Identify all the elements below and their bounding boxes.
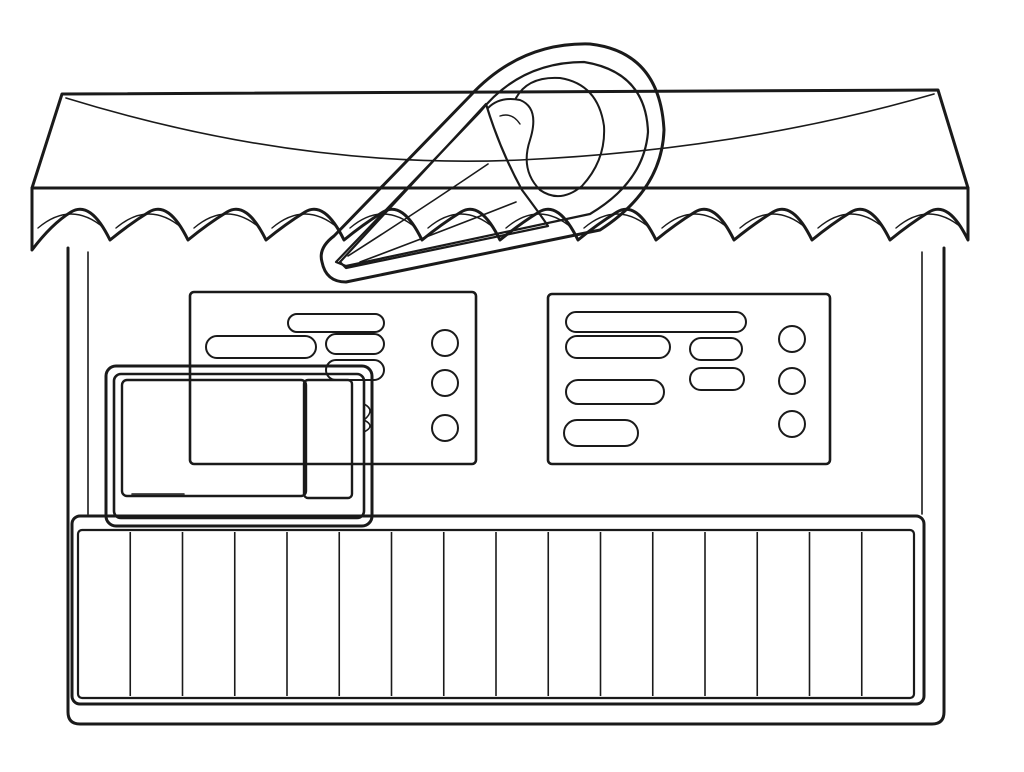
menu-line bbox=[325, 333, 385, 355]
counter-front bbox=[76, 528, 916, 700]
awning-curve bbox=[65, 93, 935, 163]
cone-wafer-line bbox=[347, 163, 517, 263]
awning bbox=[30, 88, 970, 252]
price-dot bbox=[778, 410, 806, 438]
price-dot bbox=[778, 325, 806, 353]
menu-line bbox=[325, 359, 385, 381]
menu-line bbox=[563, 419, 639, 447]
menu-line bbox=[689, 367, 745, 391]
menu-line bbox=[287, 313, 385, 333]
ice-cream-scoop bbox=[487, 76, 606, 197]
menu-line bbox=[565, 311, 747, 333]
price-dot bbox=[778, 367, 806, 395]
cone bbox=[338, 102, 550, 270]
stand-body bbox=[66, 246, 946, 726]
window-pane bbox=[120, 378, 308, 498]
cone-sign-inner-outline bbox=[334, 60, 650, 268]
awning-roof bbox=[30, 88, 970, 190]
menu-board-left bbox=[188, 290, 478, 466]
price-dot bbox=[431, 414, 459, 442]
menu-line bbox=[565, 335, 671, 359]
menu-board-right bbox=[546, 292, 832, 466]
window-side-panel bbox=[302, 378, 354, 500]
scoop-highlight bbox=[499, 114, 521, 125]
price-dot bbox=[431, 329, 459, 357]
cone-sign-outline bbox=[319, 42, 666, 284]
ice-cream-cone-sign bbox=[319, 42, 666, 284]
awning-scallop-edge bbox=[30, 186, 970, 252]
price-dot bbox=[431, 369, 459, 397]
counter-top bbox=[70, 514, 926, 706]
counter-slats bbox=[129, 532, 863, 696]
menu-line bbox=[689, 337, 743, 361]
menu-line bbox=[205, 335, 317, 359]
service-window bbox=[104, 364, 374, 528]
counter bbox=[70, 514, 926, 706]
menu-line bbox=[565, 379, 665, 405]
